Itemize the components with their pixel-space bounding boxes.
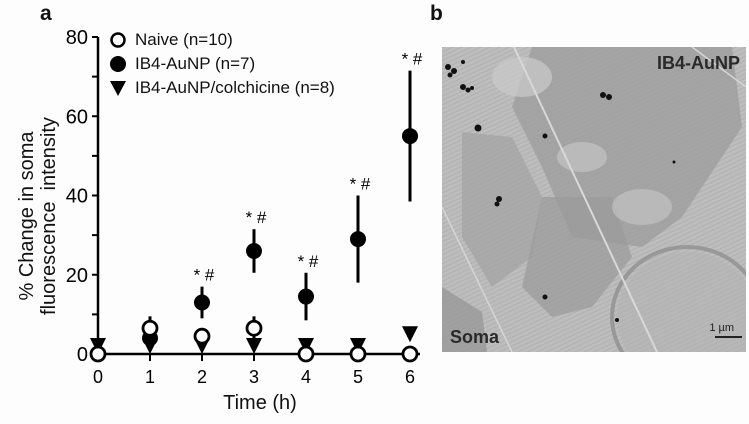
- filled-circle-icon: [107, 55, 129, 73]
- x-tick-label: 0: [93, 367, 103, 387]
- scatter-chart: 0 20 40 60 80 0 1 2 3 4 5 6 * # * # * # * # * #: [66, 27, 423, 387]
- significance-annotation: * #: [402, 50, 423, 69]
- significance-annotation: * #: [298, 252, 319, 271]
- legend-item-naive: Naive (n=10): [107, 28, 335, 52]
- y-axis-label: % Change in soma fluorescence intensity: [16, 117, 60, 315]
- x-tick-label: 1: [145, 367, 155, 387]
- open-circle-marker: [245, 319, 263, 337]
- soma-image-label: Soma: [450, 327, 500, 347]
- legend-item-ib4-aunp: IB4-AuNP (n=7): [107, 52, 335, 76]
- open-circle-marker: [141, 319, 159, 337]
- filled-circle-marker: [298, 288, 314, 305]
- tem-micrograph: IB4-AuNP Soma 1 µm: [442, 47, 746, 352]
- plot-area: * # * # * # * # * #: [89, 50, 423, 363]
- triangle-marker: [246, 338, 262, 354]
- x-tick-label: 4: [301, 367, 311, 387]
- triangle-marker: [402, 326, 418, 343]
- open-circle-marker: [89, 345, 107, 363]
- y-tick-label: 40: [66, 186, 88, 208]
- down-triangle-icon: [107, 79, 129, 97]
- filled-circle-marker: [246, 242, 262, 259]
- legend: Naive (n=10) IB4-AuNP (n=7) IB4-AuNP/col…: [107, 28, 335, 100]
- open-circle-marker: [297, 345, 315, 363]
- significance-annotation: * #: [194, 266, 215, 285]
- x-tick-label: 3: [249, 367, 259, 387]
- scale-bar-label: 1 µm: [709, 322, 734, 334]
- significance-annotation: * #: [350, 175, 371, 194]
- significance-annotation: * #: [246, 208, 267, 227]
- filled-circle-marker: [194, 294, 210, 311]
- open-circle-icon: [107, 31, 129, 49]
- filled-circle-marker: [402, 128, 418, 145]
- x-axis-label: Time (h): [223, 392, 297, 414]
- nanoparticle-clusters: [445, 60, 676, 322]
- x-tick-label: 2: [197, 367, 207, 387]
- legend-label: IB4-AuNP/colchicine (n=8): [135, 78, 335, 97]
- x-tick-label: 6: [405, 367, 415, 387]
- y-tick-label: 20: [66, 265, 88, 287]
- panel-b-label: b: [430, 2, 443, 25]
- scale-bar: [715, 336, 742, 338]
- ib4-aunp-image-label: IB4-AuNP: [656, 53, 740, 73]
- y-tick-label: 0: [77, 344, 88, 366]
- open-circle-marker: [401, 345, 419, 363]
- legend-label: Naive (n=10): [135, 30, 233, 49]
- micrograph-image: [442, 47, 746, 352]
- panel-a-label: a: [40, 2, 52, 25]
- y-tick-label: 60: [66, 106, 88, 128]
- filled-circle-marker: [350, 231, 366, 248]
- y-tick-label: 80: [66, 27, 88, 49]
- x-tick-label: 5: [353, 367, 363, 387]
- open-circle-marker: [349, 345, 367, 363]
- open-circle-marker: [193, 327, 211, 345]
- legend-label: IB4-AuNP (n=7): [135, 54, 256, 73]
- legend-item-colchicine: IB4-AuNP/colchicine (n=8): [107, 76, 335, 100]
